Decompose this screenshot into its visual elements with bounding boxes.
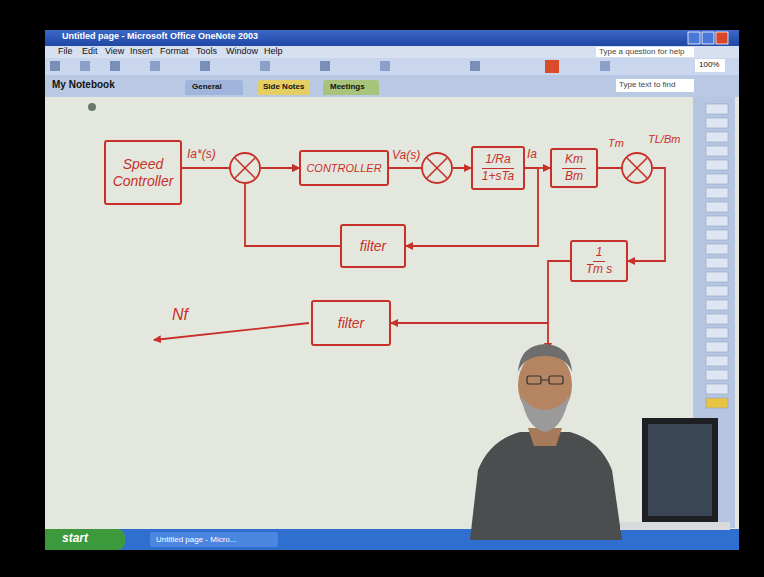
zoom-level: 100% [699,60,719,69]
page-tabs [706,104,728,408]
block-text: filter [360,238,386,254]
controller-block: CONTROLLER [299,150,389,186]
find-box-text: Type text to find [619,80,675,89]
toolbar [45,58,739,75]
menu-item: File [58,46,73,56]
taskbar-item: Untitled page - Micro... [156,535,236,544]
signal-name: Tm [608,137,624,150]
section-tab: Side Notes [263,82,304,91]
window-buttons [688,32,728,44]
controller-block: Speed Controller [104,140,182,205]
signal-name: Ia*(s) [186,148,217,162]
menu-item: Tools [196,46,217,56]
notebook-name: My Notebook [52,79,115,91]
signal-name: TL/Bm [648,133,680,146]
signal-connector [391,261,570,323]
menu-item: Window [226,46,258,56]
help-search: Type a question for help [599,47,684,56]
block-text: Km [562,153,586,169]
page-marker [88,103,96,111]
section-tab: Meetings [330,82,365,91]
window-frame [45,30,739,550]
signal-name: Nf [172,306,188,324]
transfer-function-block: 1Tm s [570,240,628,282]
lecturer [470,344,622,540]
filter-block: filter [340,224,406,268]
menu-item: Help [264,46,283,56]
signal-name: Va(s) [391,149,421,163]
toolbar-icons [50,59,725,73]
block-text: 1 [593,246,606,262]
signal-connector [245,168,340,246]
signal-name: Ia [526,148,538,162]
block-text: Tm s [586,263,613,277]
block-text: Speed Controller [111,156,175,188]
block-text: CONTROLLER [306,162,381,175]
filter-block: filter [311,300,391,346]
section-tab: General [192,82,222,91]
block-text: Bm [565,170,583,184]
block-text: 1/Ra [482,153,513,169]
menu-item: View [105,46,124,56]
menu-item: Edit [82,46,98,56]
gain-block: KmBm [550,148,598,188]
start-button-text: start [62,532,88,546]
transfer-function-block: 1/Ra1+sTa [471,146,525,190]
monitor [620,418,730,530]
menu-item: Insert [130,46,153,56]
block-text: filter [338,315,364,331]
block-text: 1+sTa [482,170,515,184]
window-title: Untitled page - Microsoft Office OneNote… [62,31,258,41]
menu-item: Format [160,46,189,56]
